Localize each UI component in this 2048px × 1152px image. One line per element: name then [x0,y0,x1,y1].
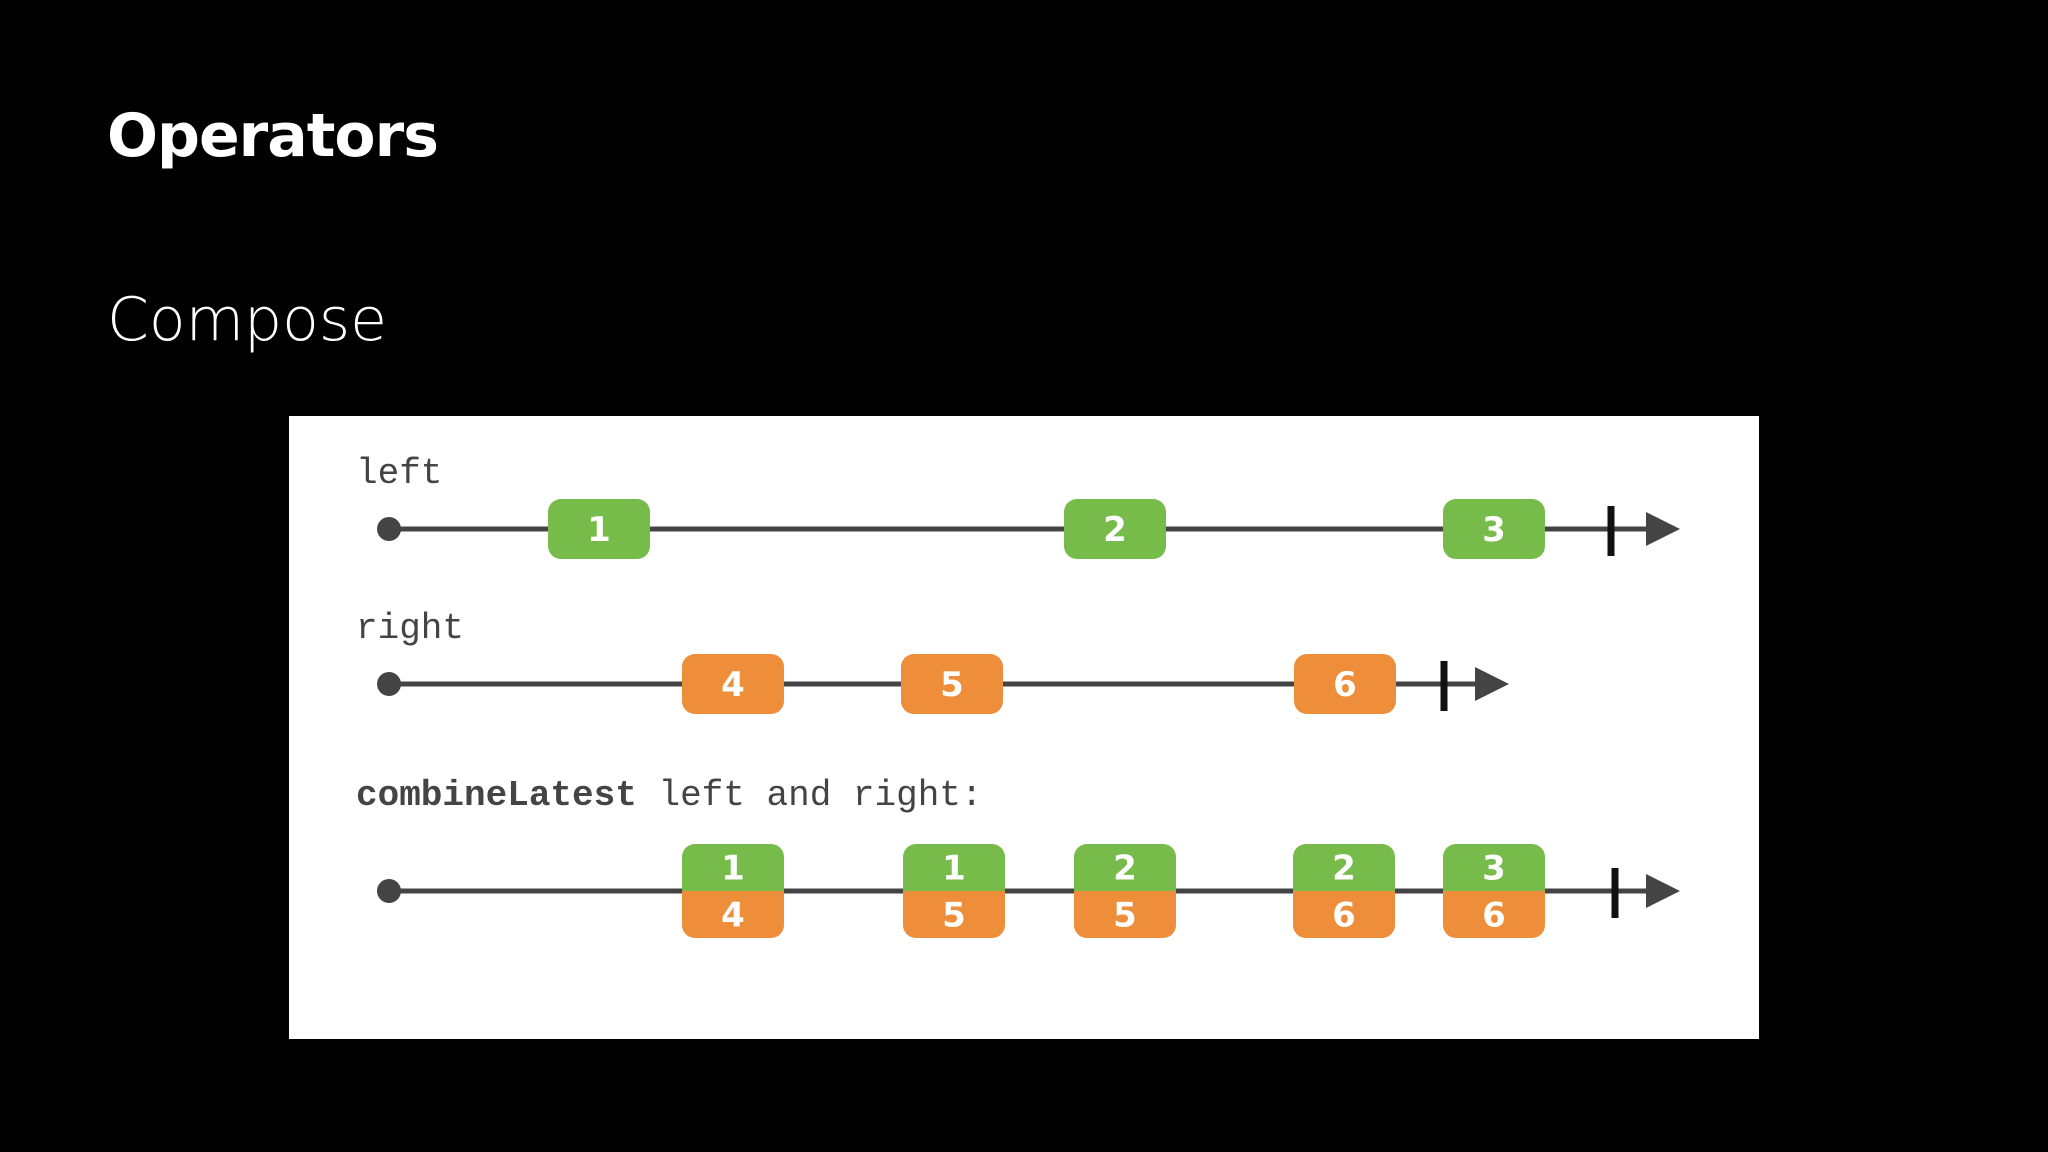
timeline-arrow [1646,874,1680,908]
marble: 26 [1293,844,1395,938]
marble-segment [1064,499,1166,559]
marble-value: 3 [1482,849,1506,889]
stream-label-left: left [356,453,442,494]
marble-diagram: left right combineLatest left and right:… [289,416,1759,1039]
marble-segment [1294,654,1396,714]
marble-segment [903,844,1005,891]
timeline-arrow [1646,512,1680,546]
slide-title: Operators [107,101,439,171]
marble-segment [1293,891,1395,938]
timeline-start-dot [377,879,401,903]
marble: 6 [1294,654,1396,714]
marble: 36 [1443,844,1545,938]
marble-segment [682,844,784,891]
marble-segment [1443,499,1545,559]
marble: 15 [903,844,1005,938]
marble-value: 5 [942,896,966,936]
marble-value: 4 [721,896,745,936]
marble-value: 5 [940,665,964,705]
timeline-start-dot [377,672,401,696]
marble-value: 1 [721,849,745,889]
marble-segment [682,891,784,938]
marble: 1 [548,499,650,559]
stream-label-combined: combineLatest left and right: [356,775,983,816]
operator-name: combineLatest [356,775,637,816]
marble: 5 [901,654,1003,714]
marble-segment [1443,891,1545,938]
marble-segment [1293,844,1395,891]
marble-segment [1074,891,1176,938]
operator-args: left and right: [637,775,983,816]
marble-value: 1 [587,510,611,550]
marble-segment [548,499,650,559]
marble: 14 [682,844,784,938]
stream-label-right: right [356,608,464,649]
marble-value: 3 [1482,510,1506,550]
marble-segment [1074,844,1176,891]
marble-value: 6 [1333,665,1357,705]
marble-diagram-svg: left right combineLatest left and right:… [356,453,1680,938]
marble-segment [682,654,784,714]
marble-segment [901,654,1003,714]
marble: 4 [682,654,784,714]
marble-value: 6 [1332,896,1356,936]
marble-value: 1 [942,849,966,889]
marble-value: 2 [1103,510,1127,550]
marble-segment [903,891,1005,938]
marble-segment [1443,844,1545,891]
marble: 2 [1064,499,1166,559]
timeline-arrow [1475,667,1509,701]
marble-value: 2 [1332,849,1356,889]
marble: 25 [1074,844,1176,938]
marble-value: 6 [1482,896,1506,936]
marble: 3 [1443,499,1545,559]
marble-value: 5 [1113,896,1137,936]
marble-value: 2 [1113,849,1137,889]
timeline-combined [377,868,1680,918]
marble-value: 4 [721,665,745,705]
slide-subtitle: Compose [107,285,388,355]
timeline-start-dot [377,517,401,541]
